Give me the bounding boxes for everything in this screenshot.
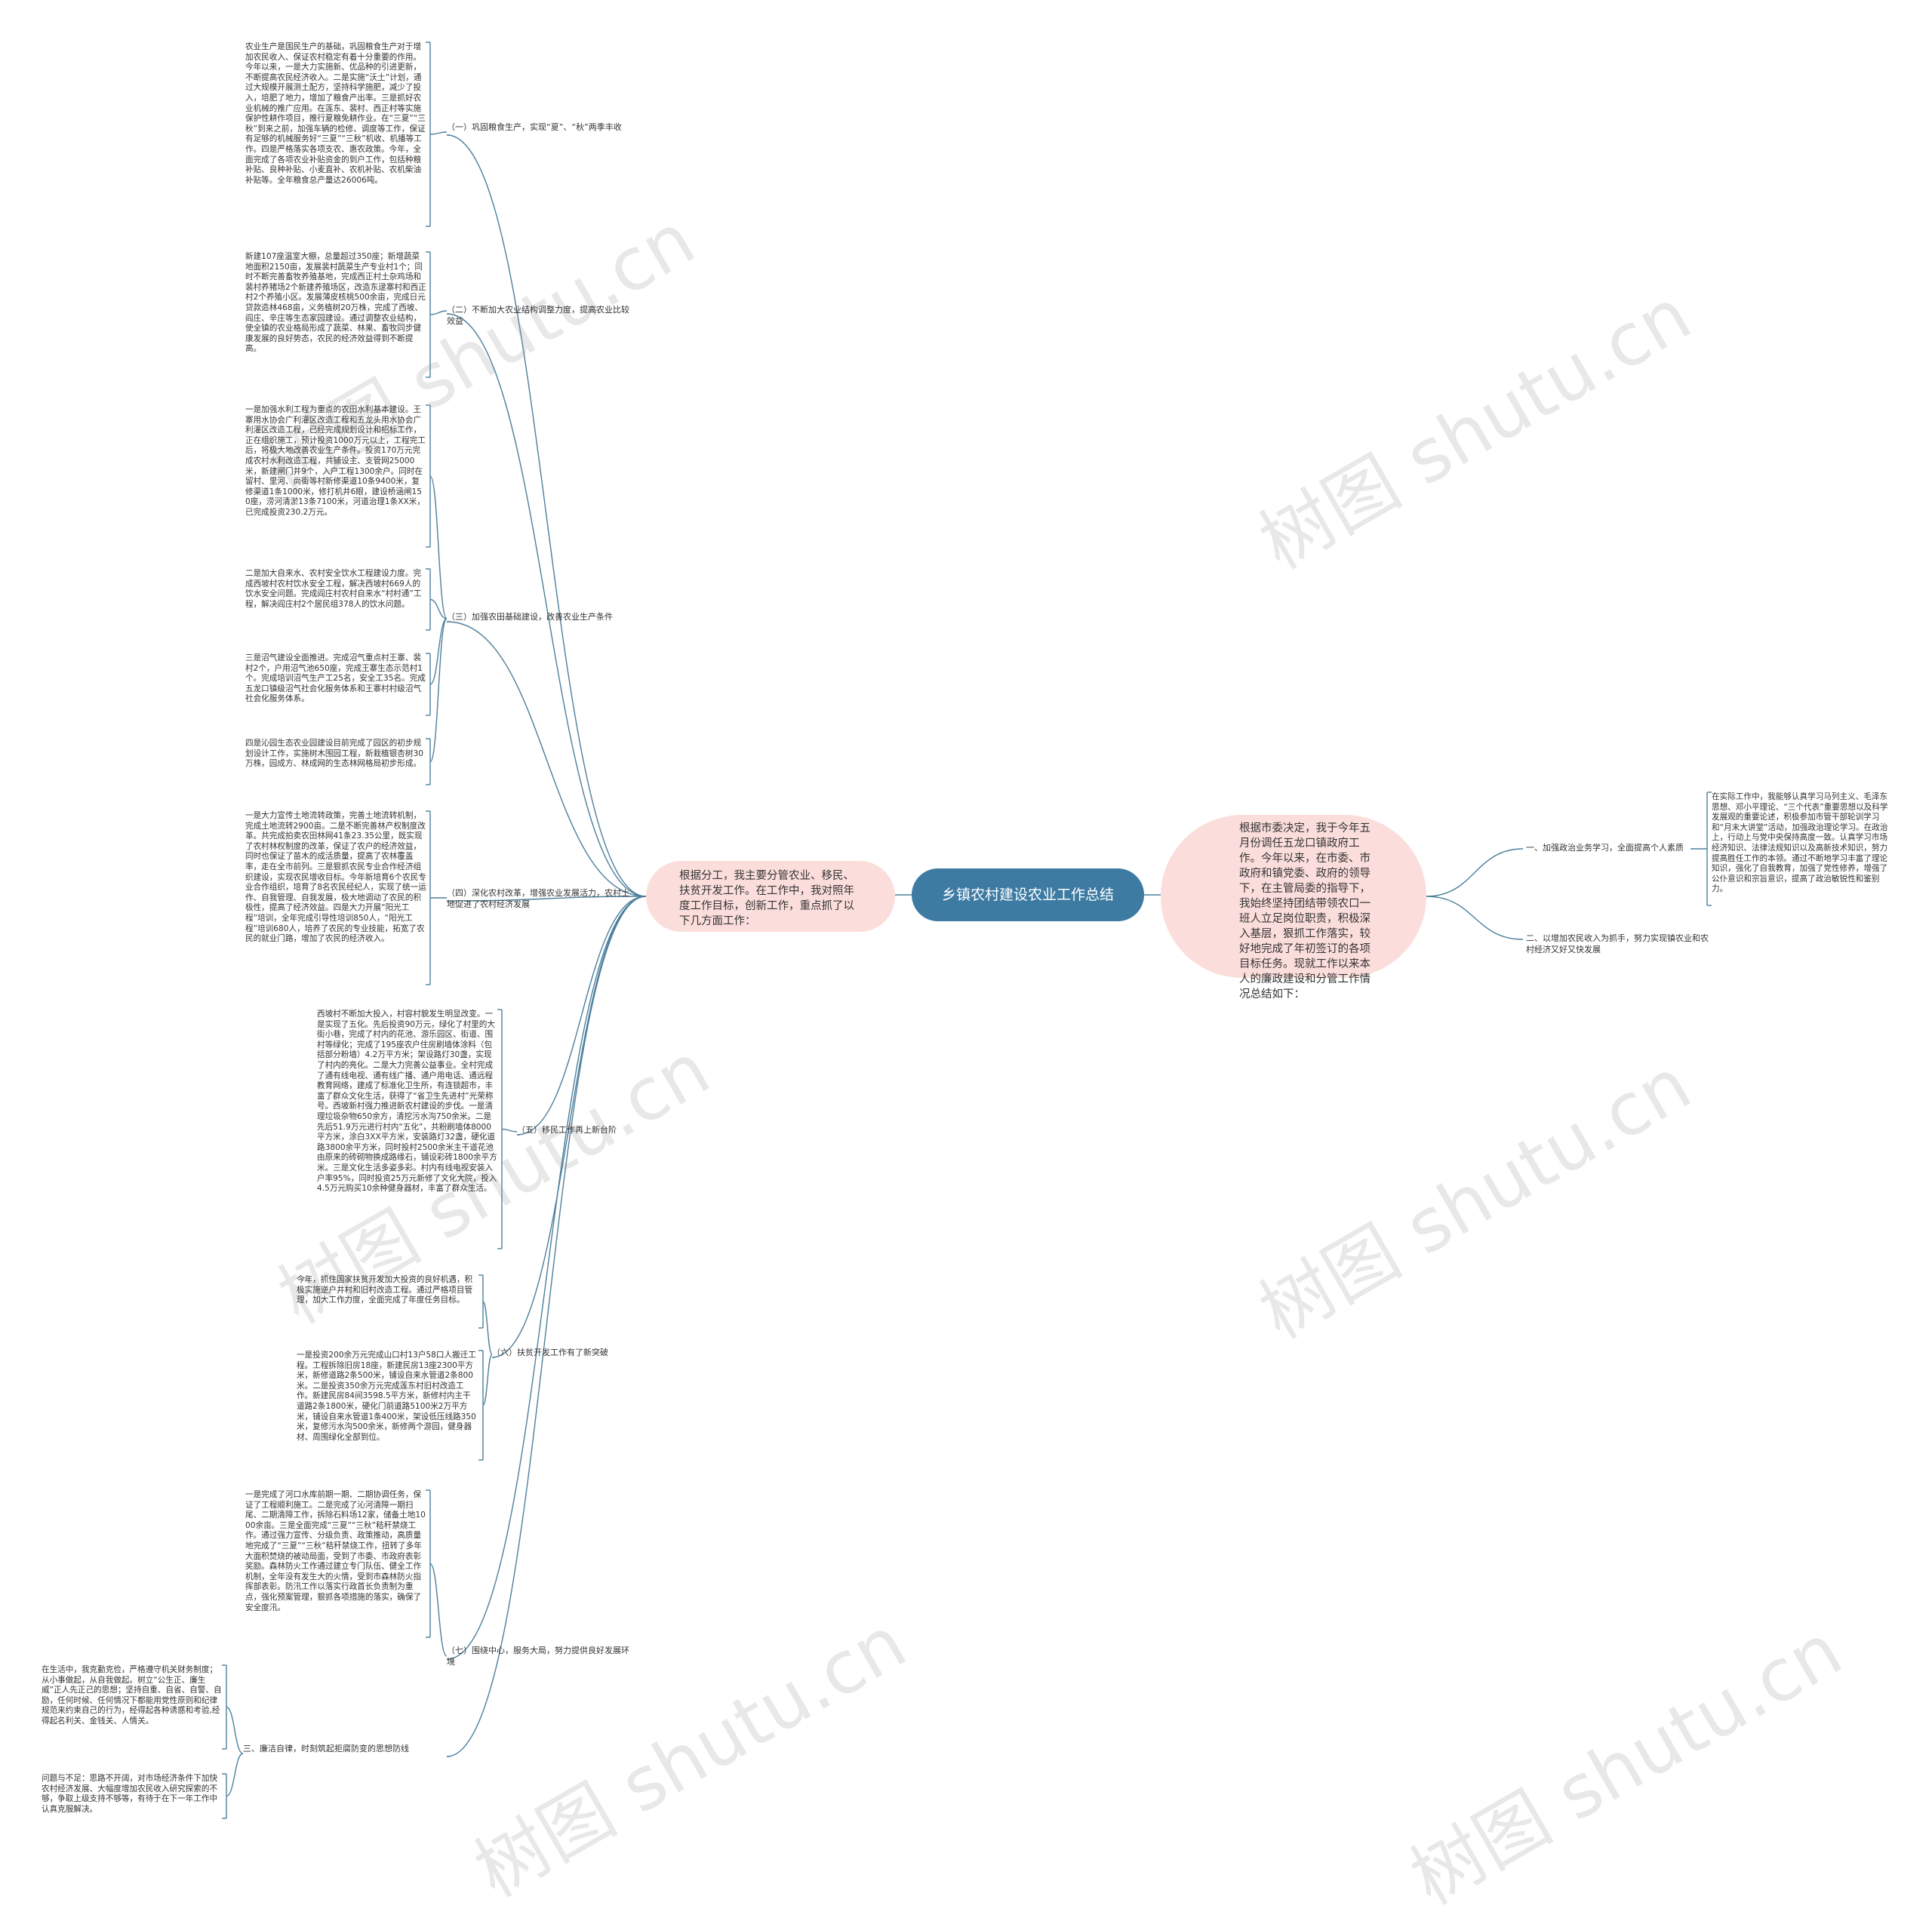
connector-line (491, 896, 647, 1358)
branch-r2[interactable]: 二、以增加农民收入为抓手，努力实现镇农业和农村经济又好又快发展 (1526, 933, 1709, 954)
branch-b5[interactable]: （五）移民工作再上新台阶 (517, 1125, 617, 1135)
connector-line (429, 475, 448, 619)
connector-line (446, 896, 647, 902)
leaf-text: 新建107座温室大棚，总量超过350座；新增蔬菜地面积2150亩，发展裴村蔬菜生… (245, 252, 426, 354)
connector-line (501, 1128, 518, 1133)
right-intro-node[interactable]: 根据市委决定，我于今年五月份调任五龙口镇政府工作。今年以来，在市委、市政府和镇党… (1161, 815, 1426, 1000)
leaf-text: 西坡村不断加大投入，村容村貌发生明显改变。一是实现了五化。先后投资90万元，绿化… (317, 1010, 497, 1194)
connector-line (429, 131, 448, 135)
connector-line (429, 310, 448, 315)
connector-line (226, 1706, 244, 1754)
root-topic-text: 乡镇农村建设农业工作总结 (941, 886, 1114, 903)
leaf-text: 在生活中，我克勤克俭，严格遵守机关财务制度；从小事做起，从自我做起。树立“公生正… (42, 1665, 222, 1726)
connector-line (429, 598, 448, 619)
connector-line (482, 1354, 493, 1406)
connector-line (446, 134, 647, 897)
connector-lines (222, 41, 1712, 1819)
connector-line (446, 621, 647, 897)
leaf-text: 三是沼气建设全面推进。完成沼气重点村王寨、裴村2个，户用沼气池650座，完成王寨… (245, 653, 426, 704)
connector-line (429, 618, 448, 763)
right-intro-text: 根据市委决定，我于今年五月份调任五龙口镇政府工作。今年以来，在市委、市政府和镇党… (1239, 822, 1371, 1000)
connector-line (482, 1301, 493, 1355)
leaf-text: 一是完成了河口水库前期一期、二期协调任务，保证了工程顺利施工。二是完成了沁河清障… (245, 1490, 426, 1612)
branch-b2[interactable]: （二）不断加大农业结构调整力度，提高农业比较效益 (447, 305, 629, 326)
branch-b8[interactable]: 三、廉洁自律，时刻筑起拒腐防变的思想防线 (243, 1744, 409, 1753)
leaf-text: 农业生产是国民生产的基础，巩固粮食生产对于增加农民收入、保证农村稳定有着十分重要… (245, 42, 426, 185)
left-intro-text: 根据分工，我主要分管农业、移民、扶贫开发工作。在工作中，我对照年度工作目标，创新… (679, 870, 854, 927)
leaf-text: 在实际工作中，我能够认真学习马列主义、毛泽东思想、邓小平理论、“三个代表”重要思… (1712, 792, 1888, 894)
leaf-text: 二是加大自来水、农村安全饮水工程建设力度。完成西坡村农村饮水安全工程，解决西坡村… (245, 569, 422, 609)
connector-line (1426, 848, 1524, 897)
connector-line (446, 896, 647, 1660)
branch-b3[interactable]: （三）加强农田基础建设，改善农业生产条件 (447, 612, 613, 622)
connector-line (516, 896, 647, 1136)
root-topic[interactable]: 乡镇农村建设农业工作总结 (912, 868, 1144, 921)
connector-line (429, 618, 448, 685)
leaf-text: 问题与不足：思路不开阔，对市场经济条件下加快农村经济发展、大幅度增加农民收入研究… (42, 1774, 218, 1814)
leaf-text: 四是沁园生态农业园建设目前完成了园区的初步规划设计工作，实施树木围园工程，新栽植… (245, 739, 423, 769)
leaf-text: 一是投资200余万元完成山口村13户58口人搬迁工程。工程拆除旧房18座，新建民… (297, 1351, 476, 1442)
connector-line (226, 1753, 244, 1797)
branch-b7[interactable]: （七）围绕中心，服务大局，努力提供良好发展环境 (447, 1646, 629, 1667)
branch-b4[interactable]: （四）深化农村改革，增强农业发展活力，农村土地促进了农村经济发展 (447, 888, 629, 909)
left-intro-node[interactable]: 根据分工，我主要分管农业、移民、扶贫开发工作。在工作中，我对照年度工作目标，创新… (646, 861, 895, 932)
branch-b6[interactable]: （六）扶贫开发工作有了新突破 (492, 1348, 608, 1357)
branch-r1[interactable]: 一、加强政治业务学习，全面提高个人素质 (1526, 843, 1684, 853)
connector-line (1426, 896, 1524, 940)
connector-line (446, 313, 647, 897)
leaf-text: 今年，抓住国家扶贫开发加大投资的良好机遇，积极实施逆户井村和旧村改造工程。通过严… (297, 1275, 473, 1305)
leaf-text: 一是大力宣传土地流转政策，完善土地流转机制，完成土地流转2900亩。二是不断完善… (245, 811, 426, 944)
connector-line (446, 896, 647, 1757)
branch-b1[interactable]: （一）巩固粮食生产，实现“夏”、“秋”两季丰收 (447, 122, 622, 132)
connector-line (429, 1563, 448, 1657)
leaf-text: 一是加强水利工程为重点的农田水利基本建设。王寨用水协会广利灌区改造工程和五龙头用… (245, 405, 426, 517)
